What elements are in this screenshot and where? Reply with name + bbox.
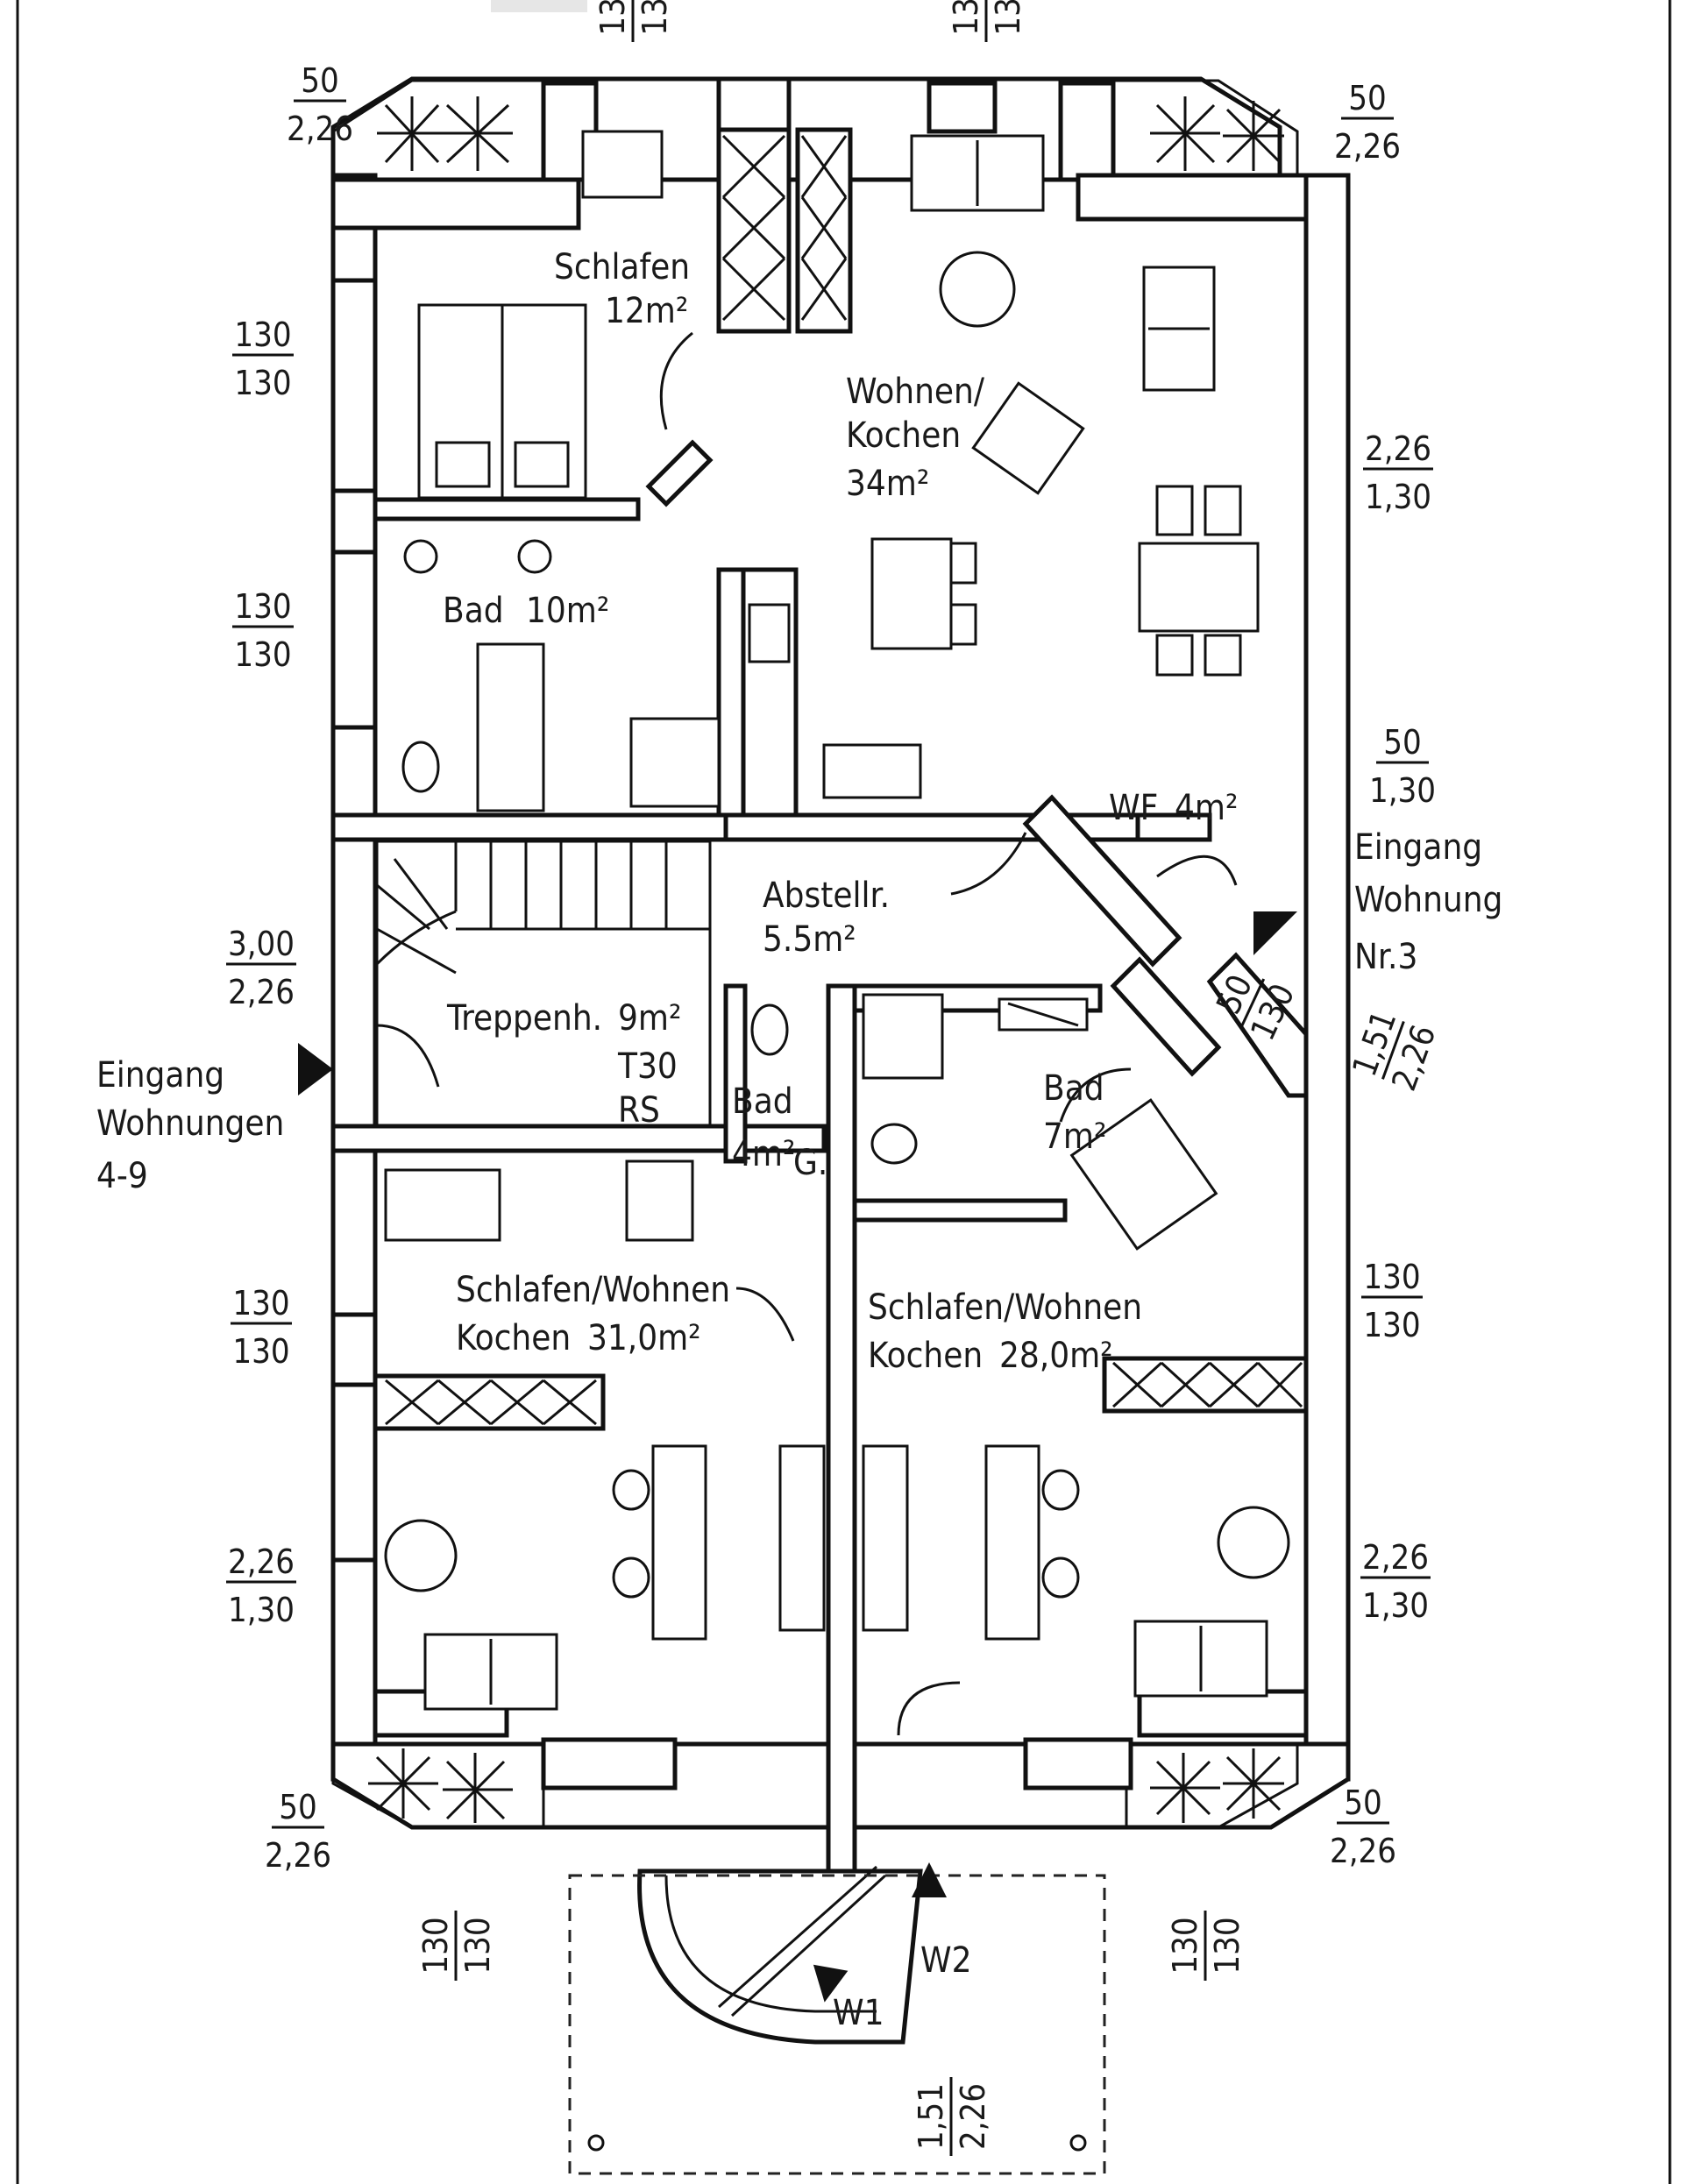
dim-right-2-bottom: 1,30: [1369, 771, 1436, 810]
dim-bottom-center-bottom: 2,26: [954, 2083, 992, 2150]
dim-right-3-top: 130: [1363, 1258, 1420, 1296]
entrance-right-line1: Eingang: [1354, 827, 1482, 868]
room-name-swk-left-line1: Schlafen/Wohnen: [456, 1270, 730, 1310]
dim-bottom-center-top: 1,51: [912, 2083, 950, 2150]
entrance-arrow-left: [298, 1043, 333, 1096]
dim-top-2-top: 130: [947, 0, 985, 36]
dim-left-5-top: 2,26: [228, 1542, 295, 1581]
dim-bottom-left-corner-top: 50: [279, 1788, 317, 1826]
entrance-w1: W1: [833, 1993, 884, 2033]
dim-left-5-bottom: 1,30: [228, 1591, 295, 1629]
room-area-bad-right: 7m²: [1043, 1117, 1106, 1157]
room-area-abstellr: 5.5m²: [763, 919, 856, 960]
entry-arrow-w2: [912, 1862, 947, 1897]
dim-right-3-bottom: 130: [1363, 1306, 1420, 1344]
room-area-wf: 4m²: [1175, 788, 1238, 828]
dim-bottom-right-corner-bottom: 2,26: [1330, 1832, 1396, 1870]
room-area-swk-left: 31,0m²: [587, 1318, 701, 1358]
dim-right-1-bottom: 1,30: [1365, 478, 1431, 516]
dim-left-2-top: 130: [234, 587, 291, 626]
room-area-schlafen: 12m²: [605, 291, 688, 331]
entrance-right-line2: Wohnung: [1354, 880, 1502, 920]
entrance-left-line1: Eingang: [96, 1055, 224, 1096]
dim-left-3-top: 3,00: [228, 925, 295, 963]
room-name-treppenh: Treppenh.: [446, 998, 602, 1039]
door-rating-rs: RS: [618, 1090, 660, 1131]
corner-window-bottom-left: [331, 1742, 545, 1829]
room-area-bad-small: 4m²: [732, 1134, 795, 1174]
entrance-left-line3: 4-9: [96, 1156, 148, 1196]
scan-mark: [491, 0, 587, 12]
entry-porch: [568, 1862, 1106, 2175]
dim-left-4-top: 130: [232, 1284, 289, 1322]
room-area-wohnen: 34m²: [846, 464, 929, 504]
room-name-bad-small: Bad: [732, 1081, 793, 1122]
dim-left-4-bottom: 130: [232, 1332, 289, 1371]
entrance-labels: Eingang Wohnungen 4-9 Eingang Wohnung Nr…: [96, 827, 1502, 2033]
interior-walls: [330, 76, 1309, 1874]
dim-top-2-bottom: 130: [989, 0, 1027, 36]
room-name-swk-right-line1: Schlafen/Wohnen: [868, 1287, 1142, 1328]
dim-bottom-left-corner-bottom: 2,26: [265, 1836, 331, 1875]
dim-bottom-1-top: 130: [416, 1917, 455, 1974]
entrance-left-line2: Wohnungen: [96, 1103, 284, 1144]
dim-bottom-2-bottom: 130: [1208, 1917, 1246, 1974]
door-swings: [376, 331, 1238, 1736]
room-name-wf: WF: [1109, 788, 1158, 828]
dim-right-4-top: 2,26: [1362, 1538, 1429, 1577]
dim-top-right-corner-top: 50: [1348, 79, 1387, 117]
dim-bottom-2-top: 130: [1166, 1917, 1204, 1974]
room-name-bad-right: Bad: [1043, 1068, 1104, 1109]
dim-right-1-top: 2,26: [1365, 429, 1431, 468]
room-name-schlafen: Schlafen: [554, 247, 690, 287]
door-rating-t30: T30: [617, 1046, 678, 1087]
dim-right-4-bottom: 1,30: [1362, 1586, 1429, 1625]
dim-right-2-top: 50: [1383, 723, 1422, 762]
dim-bottom-1-bottom: 130: [458, 1917, 497, 1974]
dim-left-2-bottom: 130: [234, 635, 291, 674]
room-name-wohnen-line1: Wohnen/: [846, 372, 985, 412]
room-name-abstellr: Abstellr.: [763, 876, 890, 916]
room-name-bad-top: Bad: [443, 591, 504, 631]
corner-window-bottom-right: [1125, 1742, 1299, 1829]
room-area-bad-top: 10m²: [526, 591, 609, 631]
room-name-swk-right-line2: Kochen: [868, 1336, 983, 1376]
entrance-w2: W2: [920, 1940, 971, 1981]
room-area-swk-right: 28,0m²: [999, 1336, 1113, 1376]
dim-top-1-bottom: 130: [636, 0, 674, 36]
room-name-wohnen-line2: Kochen: [846, 415, 961, 456]
dim-bottom-right-corner-top: 50: [1344, 1783, 1382, 1822]
dim-top-right-corner-bottom: 2,26: [1334, 127, 1401, 166]
room-note-bad-small: G.: [793, 1143, 827, 1183]
dim-left-1-top: 130: [234, 316, 291, 354]
room-labels: Schlafen 12m² Wohnen/ Kochen 34m² Bad 10…: [443, 247, 1238, 1376]
entrance-right-line3: Nr.3: [1354, 937, 1417, 977]
dim-top-1-top: 130: [593, 0, 632, 36]
dim-top-left-corner-bottom: 2,26: [287, 110, 353, 148]
dim-left-1-bottom: 130: [234, 364, 291, 402]
furniture: [375, 130, 1290, 1711]
entrance-arrow-right: [1253, 911, 1297, 955]
dim-top-left-corner-top: 50: [301, 61, 339, 100]
room-area-treppenh: 9m²: [618, 998, 681, 1039]
staircase: [375, 840, 712, 1128]
dim-left-3-bottom: 2,26: [228, 973, 295, 1011]
room-name-swk-left-line2: Kochen: [456, 1318, 571, 1358]
